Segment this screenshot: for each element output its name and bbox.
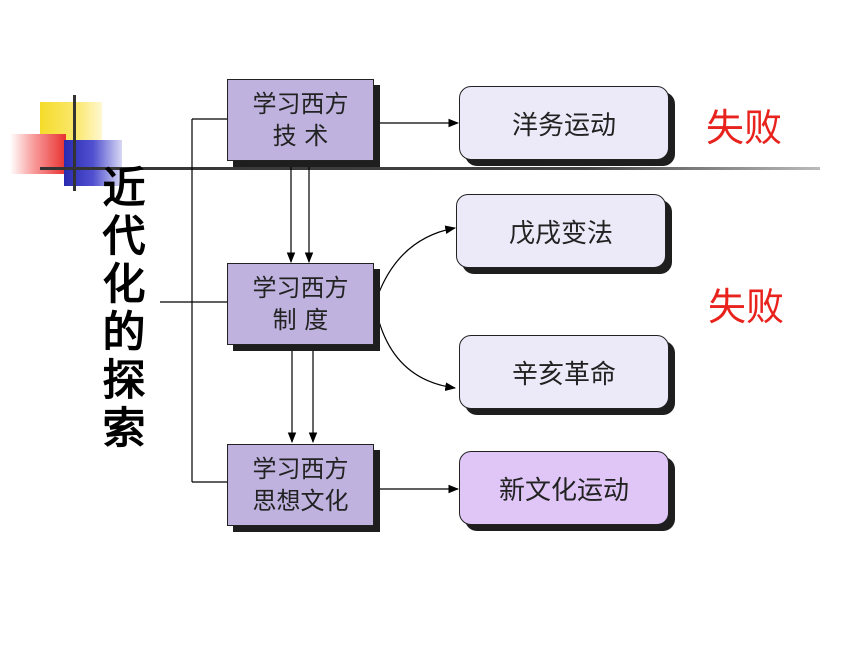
arrow-system-xinhai bbox=[377, 317, 457, 391]
decor-vertical-line bbox=[73, 95, 76, 191]
box-line: 学习西方 bbox=[252, 455, 349, 483]
box-yangwu-movement: 洋务运动 bbox=[459, 86, 669, 160]
title-char: 近 bbox=[102, 164, 146, 214]
box-line: 学习西方 bbox=[252, 274, 349, 302]
box-learn-culture: 学习西方 思想文化 bbox=[227, 444, 374, 526]
arrow-system-wuxu bbox=[377, 225, 457, 296]
box-learn-tech: 学习西方 技 术 bbox=[227, 79, 374, 161]
box-line: 制 度 bbox=[272, 306, 329, 334]
title-underline bbox=[40, 167, 820, 170]
box-label: 洋务运动 bbox=[511, 110, 616, 141]
fail-label-yangwu: 失败 bbox=[706, 106, 783, 150]
box-line: 学习西方 bbox=[252, 90, 349, 118]
box-wuxu-reform: 戊戌变法 bbox=[456, 194, 666, 268]
title-char: 代 bbox=[102, 212, 146, 262]
box-label: 辛亥革命 bbox=[511, 359, 616, 390]
box-label: 新文化运动 bbox=[498, 475, 629, 506]
title-char: 探 bbox=[102, 356, 146, 406]
fail-label-reforms: 失败 bbox=[708, 285, 785, 329]
box-new-culture-movement: 新文化运动 bbox=[459, 451, 669, 525]
box-label: 戊戌变法 bbox=[508, 218, 613, 249]
box-line: 技 术 bbox=[272, 122, 329, 150]
title-char: 索 bbox=[102, 404, 146, 454]
box-xinhai-revolution: 辛亥革命 bbox=[459, 335, 669, 409]
title-char: 的 bbox=[102, 308, 146, 358]
box-learn-system: 学习西方 制 度 bbox=[227, 263, 374, 345]
title-char: 化 bbox=[102, 260, 146, 310]
vertical-title: 近 代 化 的 探 索 bbox=[98, 165, 150, 453]
box-line: 思想文化 bbox=[252, 487, 349, 515]
